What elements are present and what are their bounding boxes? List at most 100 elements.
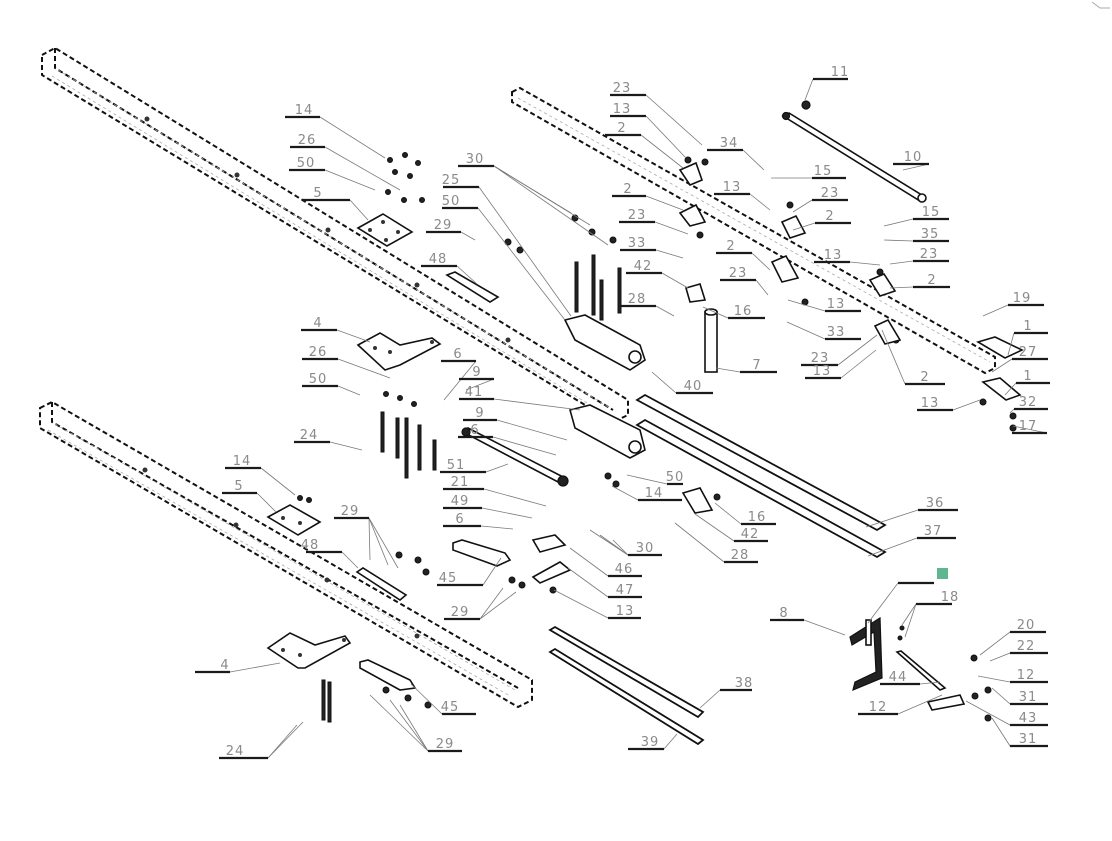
callout-number: 18 [941,590,960,605]
callout-23: 23 [889,247,949,265]
callout-number: 31 [1019,732,1038,747]
callout-45: 45 [410,683,476,716]
callout-14: 14 [285,103,386,159]
callout-number: 4 [220,658,229,673]
leader-line [919,681,941,685]
leader-line [456,265,478,285]
bracket-41 [569,404,646,459]
leader-line [612,539,629,556]
leader-line [977,675,1011,683]
callout-26: 26 [290,133,401,191]
leader-line [979,631,1011,656]
callout-18: 18 [901,590,960,638]
callout-number: 4 [313,316,322,331]
callout-number: 25 [442,173,461,188]
callout-number: 14 [295,103,314,118]
plate-48-lower [355,567,408,601]
leader-line [229,662,281,673]
callout-31: 31 [991,687,1048,706]
leader-line [481,507,533,519]
leader-line [965,700,1011,726]
callout-number: 33 [628,236,647,251]
plate-48-upper [445,271,500,303]
callout-number: 23 [821,186,840,201]
leader-line [865,509,919,528]
callout-number: 50 [442,194,461,209]
callout-34: 34 [707,136,765,171]
callout-number: 50 [666,470,685,485]
leader-line [483,488,547,507]
callout-42: 42 [694,513,768,543]
part-43 [926,694,966,711]
callout-13: 13 [814,248,881,266]
callout-50: 50 [289,156,376,191]
plate-4-lower [266,632,352,669]
leader-line [569,547,609,577]
leader-line [989,652,1011,662]
leader-line [991,687,1011,705]
callout-42: 42 [626,259,689,289]
leader-line [336,329,371,343]
callout-4: 4 [301,316,371,343]
callout-28: 28 [620,292,675,317]
callout-22: 22 [989,639,1048,662]
callout-6: 6 [443,512,514,530]
callout-number: 48 [301,538,320,553]
part-1-lower [981,377,1022,401]
callout-number: 45 [441,700,460,715]
leader-line [368,517,389,566]
callout-number: 48 [429,252,448,267]
callout-50: 50 [302,372,361,396]
callout-23: 23 [610,81,703,146]
callout-number: 38 [735,676,754,691]
callout-13: 13 [787,297,861,313]
plate-45-upper [452,539,512,567]
callout-45: 45 [437,557,502,587]
callout-number: 13 [921,396,940,411]
callout-2: 2 [605,121,684,169]
leader-line [655,249,684,259]
callout-7: 7 [715,358,777,374]
leader-line [651,371,677,394]
callout-number: 31 [1019,690,1038,705]
callout-number: 45 [439,571,458,586]
highlight-marker[interactable] [937,568,948,579]
callout-25: 25 [442,173,572,317]
leader-line [883,218,914,227]
leader-line [589,529,629,556]
callout-number: 21 [451,475,470,490]
callout-50: 50 [442,194,566,321]
leader-line [952,399,981,411]
callout-number: 15 [814,164,833,179]
leader-line [267,721,304,759]
leader-line [611,485,639,501]
leader-line [349,199,369,221]
callout-number: 15 [922,205,941,220]
plate-5-lower [266,504,322,536]
callout-32: 32 [1009,395,1048,414]
callout-number: 30 [636,541,655,556]
callout-number: 12 [1017,668,1036,683]
callout-51: 51 [440,458,509,474]
leader-line [319,116,386,159]
plate-47 [531,561,572,584]
callout-13: 13 [610,102,687,159]
leader-line [389,699,429,752]
callout-number: 5 [313,186,322,201]
callout-number: 9 [475,406,484,421]
callout-number: 13 [827,297,846,312]
leader-line [553,589,609,619]
leader-line [645,94,703,146]
leader-line [479,587,504,620]
callout-number: 29 [434,218,453,233]
leader-line [889,260,914,265]
callout-number: 50 [309,372,328,387]
callout-number: 26 [298,133,317,148]
callout-31: 31 [991,717,1048,748]
callout-21: 21 [443,475,547,507]
leader-line [699,689,721,709]
callout-36: 36 [865,496,958,528]
callout-number: 13 [813,364,832,379]
callout-13: 13 [805,349,877,380]
